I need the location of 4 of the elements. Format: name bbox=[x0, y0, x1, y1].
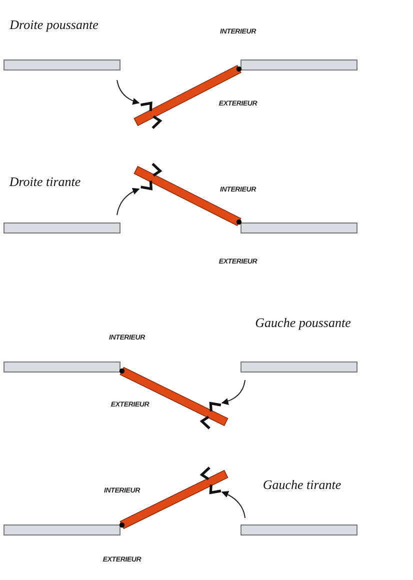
door-type-label: Droite tirante bbox=[9, 174, 81, 190]
door-type-label: Gauche poussante bbox=[255, 315, 351, 331]
door-type-label: Droite poussante bbox=[10, 17, 98, 33]
door-type-label: Gauche tirante bbox=[262, 477, 342, 493]
